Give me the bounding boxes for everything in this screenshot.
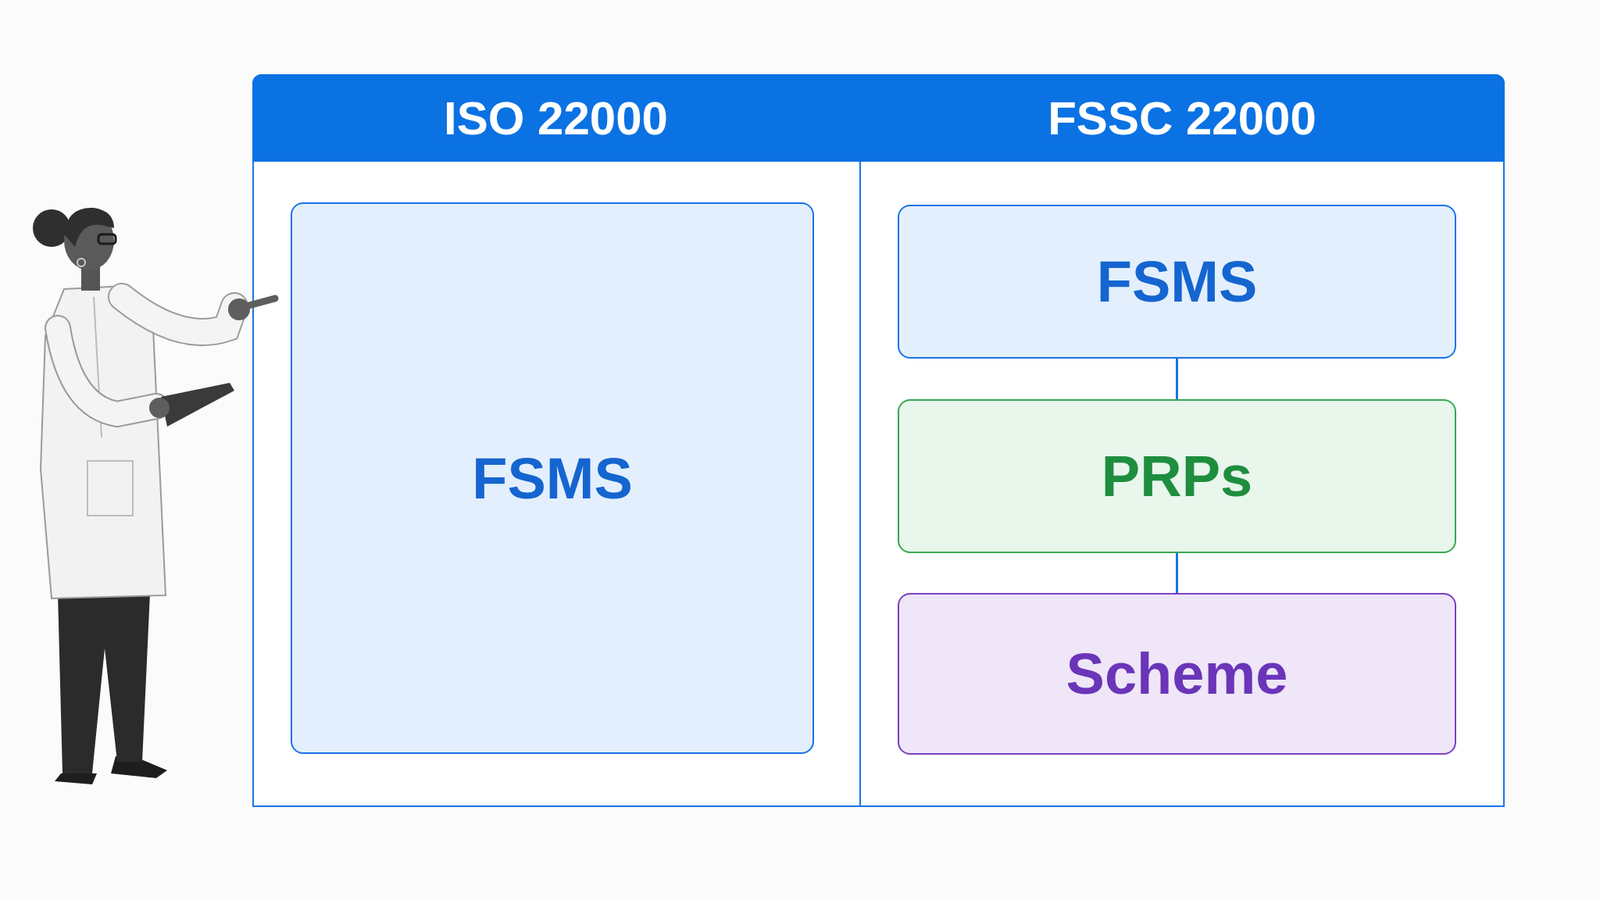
- connector-line: [1175, 553, 1179, 593]
- component-box: Scheme: [897, 592, 1457, 755]
- pointing-arm: [121, 296, 235, 333]
- presenter-figure: [32, 207, 275, 785]
- hair: [64, 207, 115, 247]
- shoe: [54, 773, 97, 785]
- arm-outline: [121, 296, 235, 333]
- hand: [149, 397, 170, 418]
- holding-arm: [57, 328, 157, 415]
- standard-column: FSSC 22000FSMS PRPsScheme: [859, 74, 1505, 808]
- presenter-illustration: [0, 0, 329, 900]
- box-label: FSMS: [471, 445, 633, 512]
- column-header: FSSC 22000: [859, 74, 1505, 162]
- glasses: [98, 234, 116, 244]
- hand: [228, 298, 250, 321]
- standard-column: ISO 22000FSMS: [252, 74, 860, 808]
- box-label: FSMS: [1096, 248, 1258, 315]
- component-box: FSMS: [290, 202, 815, 754]
- coat-pocket: [87, 460, 133, 516]
- box-label: PRPs: [1101, 442, 1253, 510]
- lab-coat: [40, 285, 166, 599]
- trousers: [57, 593, 150, 774]
- connector-line: [1175, 358, 1179, 400]
- component-box: PRPs: [897, 399, 1457, 554]
- column-header: ISO 22000: [252, 74, 860, 162]
- arm-outline: [57, 328, 157, 415]
- earring: [77, 258, 86, 267]
- clipboard: [160, 382, 235, 427]
- box-label: Scheme: [1066, 640, 1289, 708]
- component-box: FSMS: [897, 204, 1457, 359]
